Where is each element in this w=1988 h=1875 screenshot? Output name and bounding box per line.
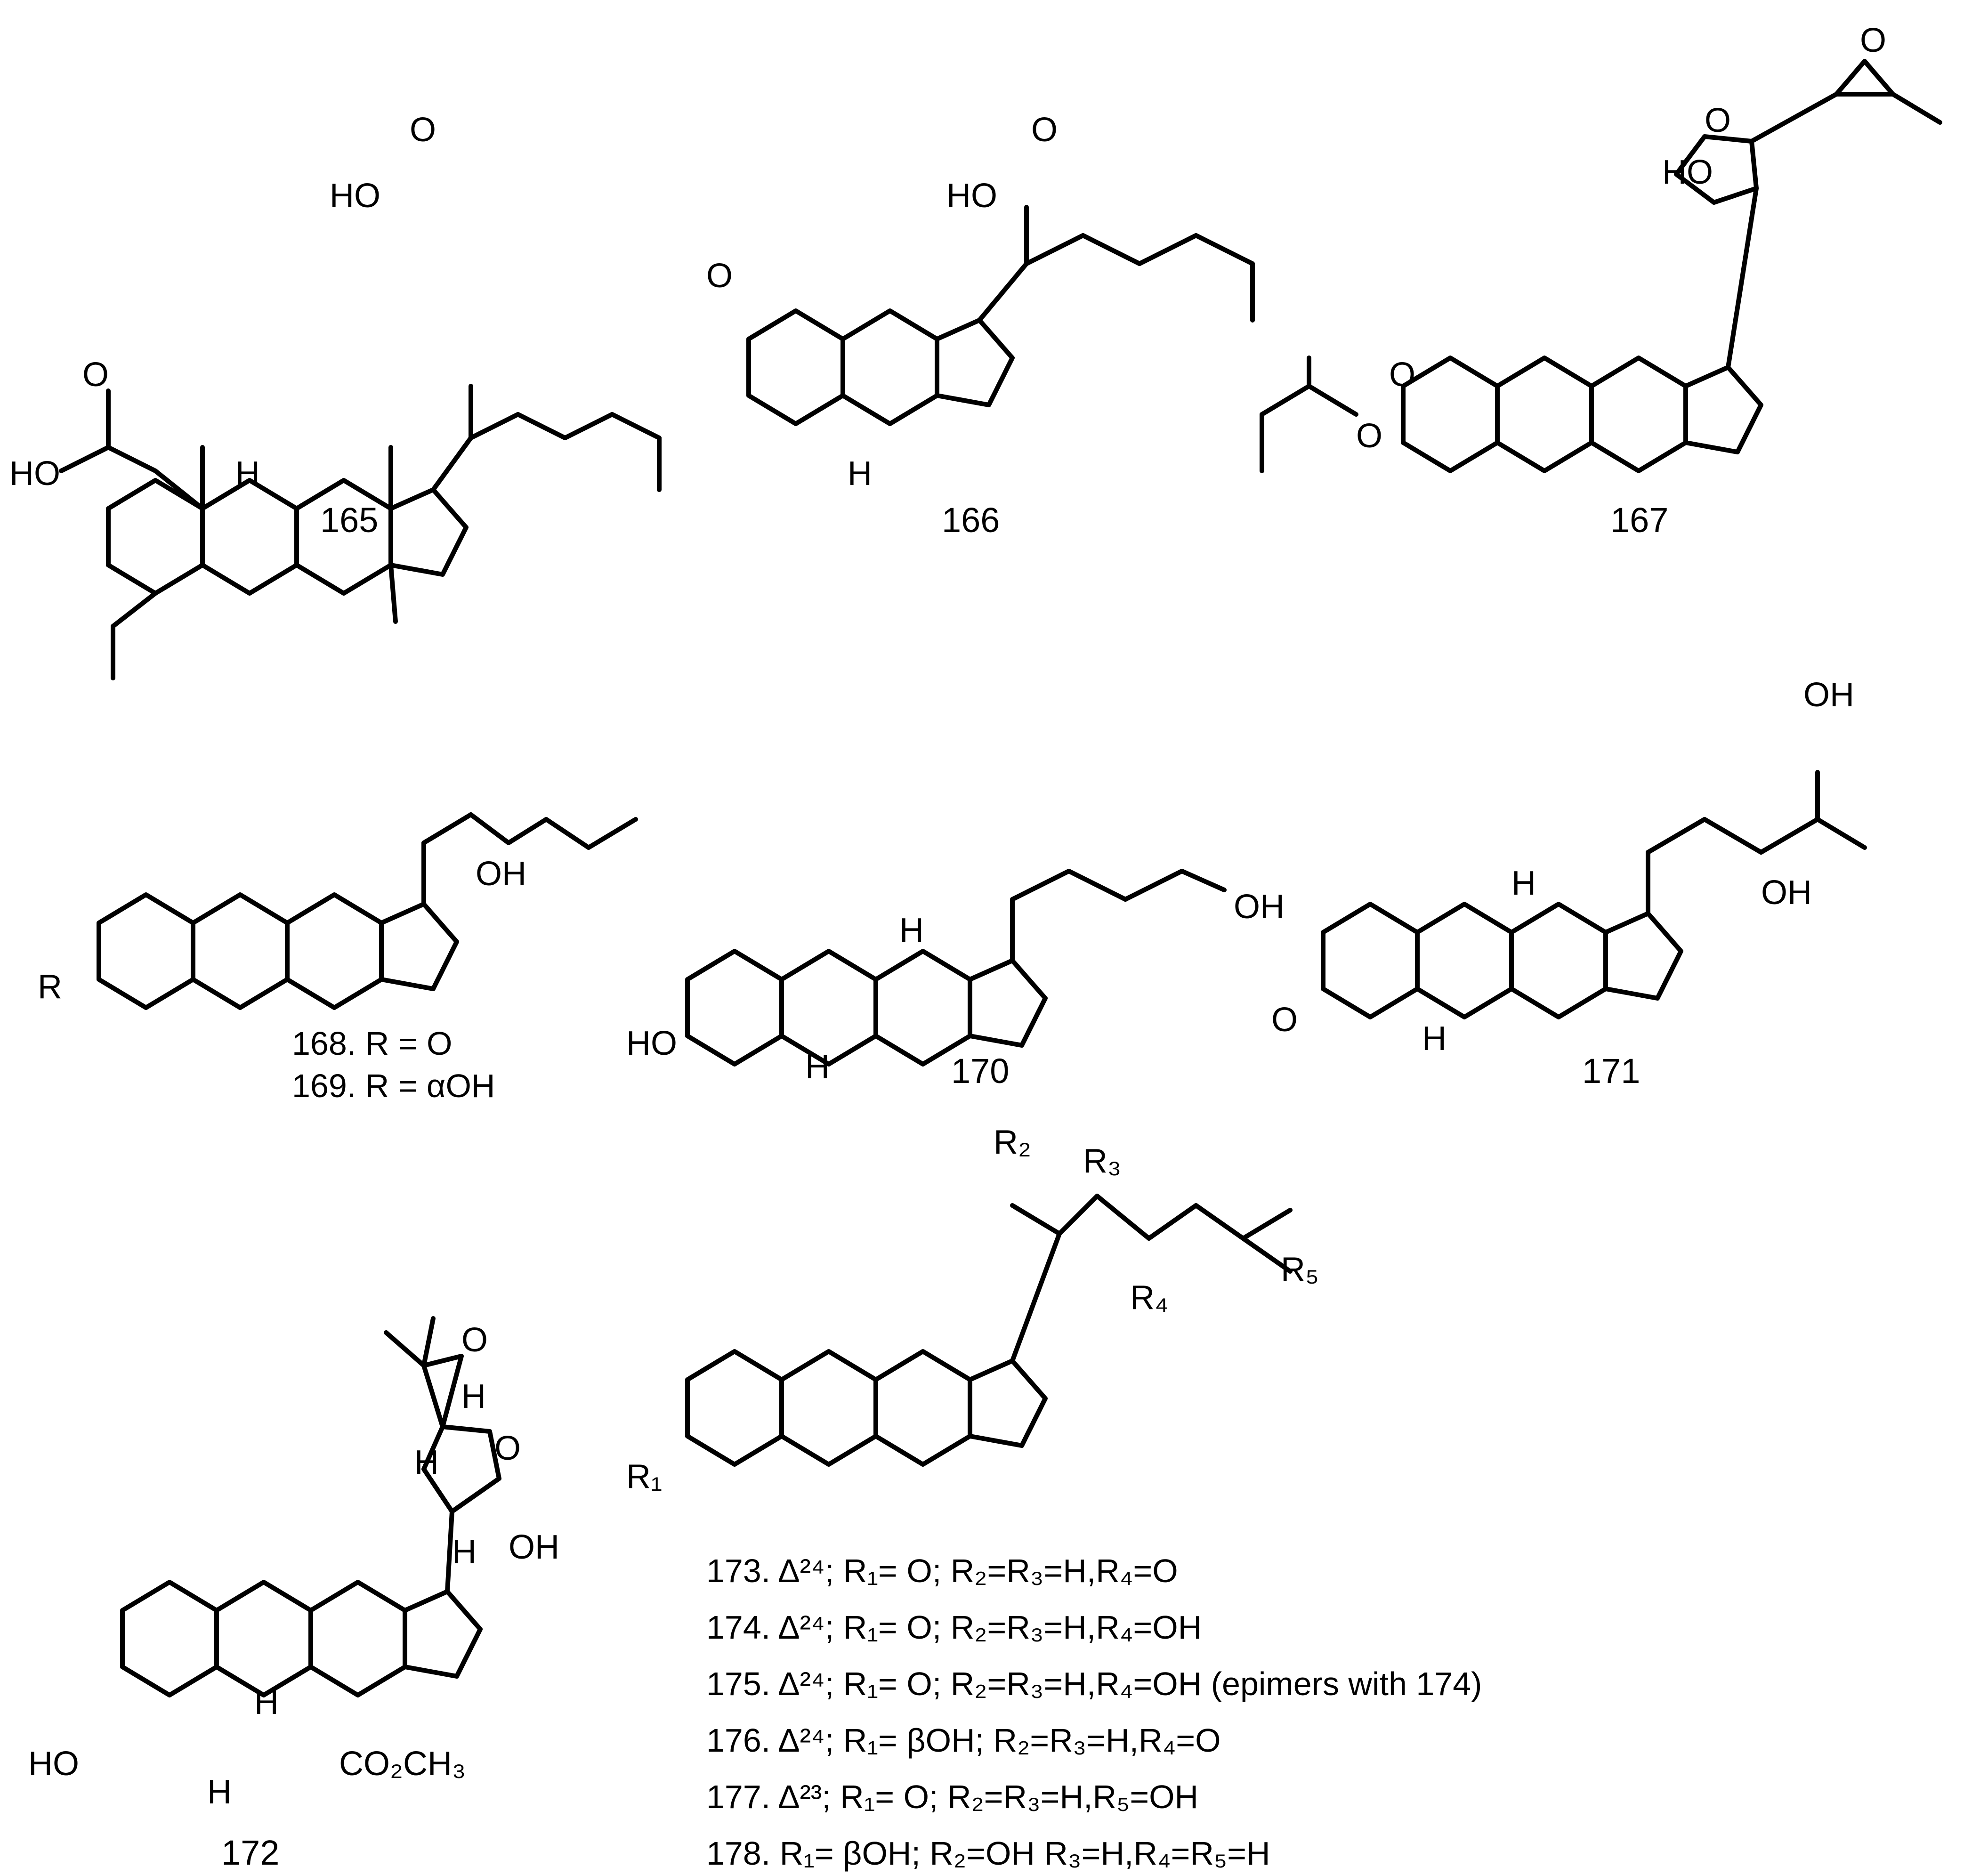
c172-h2: H — [414, 1444, 439, 1481]
compound-168-169: R OH 168. R = O 169. R = αOH — [38, 812, 638, 1104]
c170-ho: HO — [626, 1025, 677, 1062]
c170-h2: H — [899, 912, 924, 949]
c166-o-top: O — [1031, 111, 1058, 149]
c167-number: 167 — [1610, 501, 1668, 540]
c173-r5: R₅ — [1281, 1251, 1319, 1288]
c169-label: 169. R = αOH — [292, 1067, 495, 1104]
c167-o-ring: O — [1705, 102, 1731, 139]
c166-oh: HO — [946, 177, 997, 215]
c171-number: 171 — [1582, 1051, 1640, 1091]
c165-o-top: O — [410, 111, 436, 149]
legend-line-174: 174. Δ²⁴; R₁= O; R₂=R₃=H,R₄=OH — [706, 1609, 1202, 1646]
c166-number: 166 — [942, 501, 1000, 540]
c167-o-epoxide: O — [1860, 22, 1886, 59]
c172-ester: CO₂CH₃ — [339, 1745, 466, 1783]
c172-h5: H — [207, 1773, 232, 1811]
c172-o-ring: O — [494, 1430, 521, 1467]
c173-r1: R₁ — [626, 1458, 662, 1495]
compound-167: HO O O O O 167 — [1260, 22, 1942, 540]
legend-line-175: 175. Δ²⁴; R₁= O; R₂=R₃=H,R₄=OH (epimers … — [706, 1665, 1482, 1702]
c171-o: O — [1271, 1001, 1298, 1039]
c172-h3: H — [452, 1533, 477, 1571]
c168-r: R — [38, 968, 62, 1006]
c167-o-ester: O — [1356, 417, 1382, 455]
c171-oh-upper: OH — [1803, 676, 1854, 714]
c170-oh-side: OH — [1234, 888, 1285, 926]
c170-h1: H — [805, 1048, 830, 1086]
compound-172: O O OH H H H H H HO CO₂CH₃ 172 — [28, 1316, 559, 1872]
c165-h: H — [235, 455, 260, 493]
compound-166: HO O O H 166 — [706, 111, 1255, 540]
compound-170: OH HO H H 170 — [626, 869, 1285, 1091]
c165-oh-left: HO — [9, 455, 60, 493]
legend-line-173: 173. Δ²⁴; R₁= O; R₂=R₃=H,R₄=O — [706, 1552, 1178, 1589]
c172-h1: H — [461, 1378, 486, 1415]
c173-r3: R₃ — [1083, 1142, 1121, 1180]
c172-h4: H — [254, 1684, 279, 1721]
c172-ho: HO — [28, 1745, 79, 1783]
c172-number: 172 — [221, 1833, 279, 1872]
c172-o-epoxide: O — [461, 1321, 488, 1359]
compound-173-178: R₁ R₂ R₃ R₄ R₅ — [626, 1123, 1319, 1495]
compound-165: HO O HO O H 165 — [9, 111, 662, 680]
c167-o-carbonyl: O — [1389, 356, 1415, 394]
c166-o-left: O — [706, 257, 733, 295]
c165-number: 165 — [320, 501, 378, 540]
c171-h2: H — [1511, 865, 1536, 902]
c170-number: 170 — [951, 1051, 1009, 1091]
c171-oh-lower: OH — [1761, 874, 1812, 912]
compound-171: OH OH O H H 171 — [1271, 676, 1867, 1091]
legend-line-178: 178. R₁= βOH; R₂=OH R₃=H,R₄=R₅=H — [706, 1835, 1270, 1872]
c173-r4: R₄ — [1130, 1279, 1168, 1317]
c166-h: H — [848, 455, 872, 493]
c165-o-left: O — [82, 356, 109, 394]
legend-line-176: 176. Δ²⁴; R₁= βOH; R₂=R₃=H,R₄=O — [706, 1722, 1221, 1759]
c165-oh-top: HO — [330, 177, 380, 215]
c173-r2: R₂ — [994, 1123, 1031, 1161]
c168-oh: OH — [476, 855, 526, 893]
legend-173-178: 173. Δ²⁴; R₁= O; R₂=R₃=H,R₄=O 174. Δ²⁴; … — [706, 1552, 1482, 1872]
c171-h1: H — [1422, 1020, 1447, 1058]
c172-oh-ring: OH — [509, 1528, 559, 1566]
c167-oh: HO — [1662, 154, 1713, 191]
c168-label: 168. R = O — [292, 1025, 452, 1062]
legend-line-177: 177. Δ²³; R₁= O; R₂=R₃=H,R₅=OH — [706, 1778, 1198, 1815]
